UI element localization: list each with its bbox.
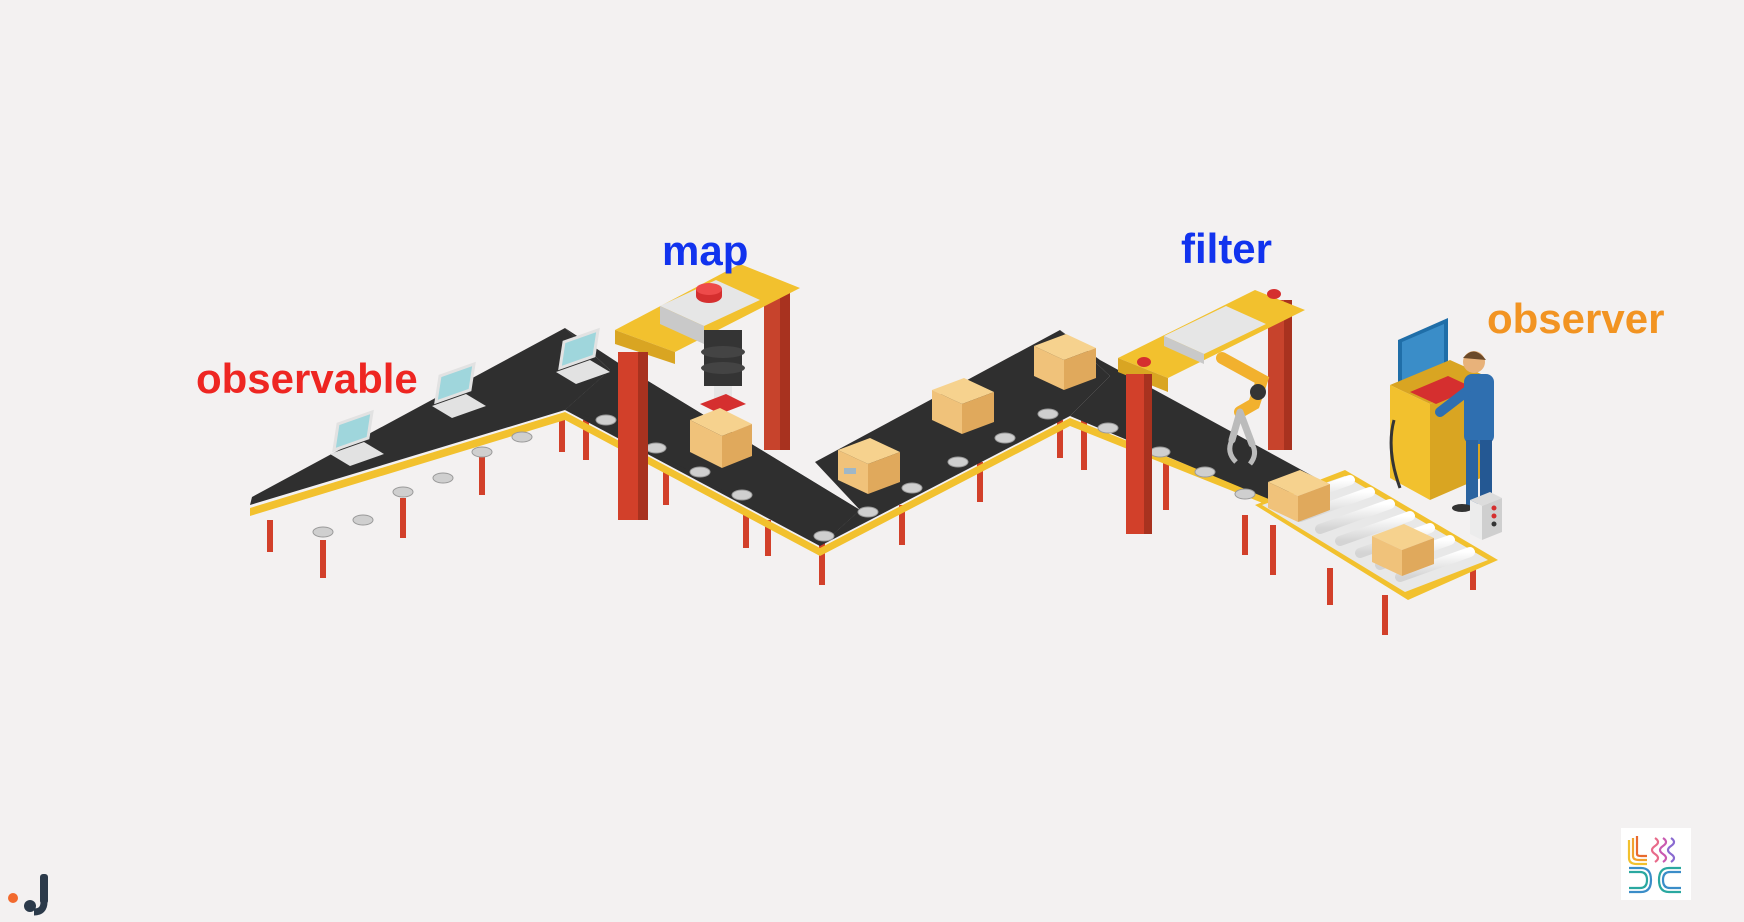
observer-label: observer xyxy=(1487,295,1665,342)
laptop-items xyxy=(330,327,610,466)
map-label: map xyxy=(662,227,749,274)
filter-label: filter xyxy=(1181,225,1273,272)
observer-figure xyxy=(1389,318,1502,540)
box-items xyxy=(838,334,1434,576)
observable-label: observable xyxy=(196,355,418,402)
presenter-logo-icon xyxy=(8,874,48,916)
map-station xyxy=(615,264,800,520)
conference-logo-icon xyxy=(1621,828,1691,900)
filter-station xyxy=(1118,289,1305,534)
